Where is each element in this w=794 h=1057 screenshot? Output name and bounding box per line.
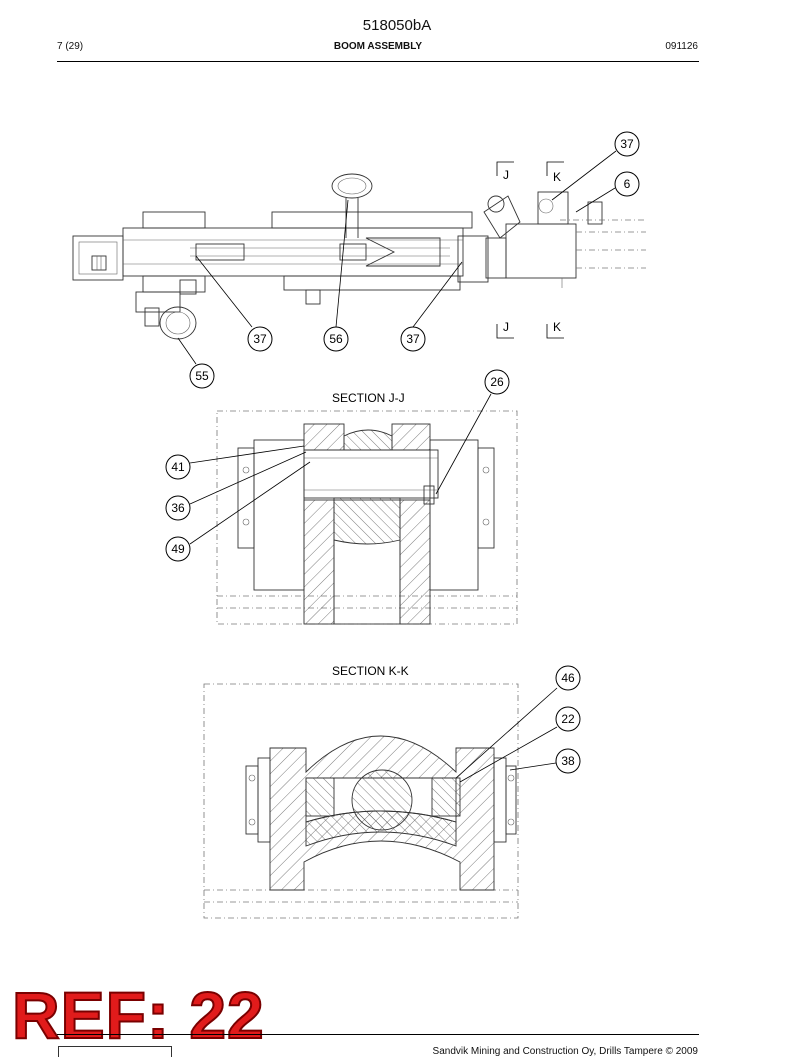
callout-balloon-49: 49	[165, 536, 191, 562]
svg-text:38: 38	[561, 754, 575, 768]
callout-balloon-37-top: 37	[614, 131, 640, 157]
section-mark-j-bottom: J	[503, 320, 509, 334]
leader-lines	[177, 150, 617, 783]
svg-text:26: 26	[490, 375, 504, 389]
document-number: 518050bA	[362, 17, 432, 34]
callout-balloon-37-right: 37	[400, 326, 426, 352]
callout-balloon-26: 26	[484, 369, 510, 395]
svg-text:22: 22	[561, 712, 575, 726]
page-title: BOOM ASSEMBLY	[333, 41, 423, 52]
callout-balloon-55: 55	[189, 363, 215, 389]
svg-text:55: 55	[195, 369, 209, 383]
callout-balloon-41: 41	[165, 454, 191, 480]
logo-icon	[58, 1046, 172, 1057]
svg-text:37: 37	[253, 332, 267, 346]
svg-text:37: 37	[406, 332, 420, 346]
svg-text:46: 46	[561, 671, 575, 685]
section-markers	[496, 161, 564, 339]
section-mark-k-top: K	[553, 170, 561, 184]
header-rule	[57, 61, 699, 62]
callout-balloon-22: 22	[555, 706, 581, 732]
date-code: 091126	[665, 41, 698, 52]
svg-text:41: 41	[171, 460, 185, 474]
reference-stamp: REF: 22	[11, 978, 265, 1052]
section-mark-j-top: J	[503, 168, 509, 182]
callout-balloon-36: 36	[165, 495, 191, 521]
callout-balloon-46: 46	[555, 665, 581, 691]
boom-side-view	[72, 173, 646, 340]
svg-text:56: 56	[329, 332, 343, 346]
section-jj-view	[216, 410, 518, 625]
svg-text:36: 36	[171, 501, 185, 515]
footer-rule	[57, 1034, 699, 1035]
section-mark-k-bottom: K	[553, 320, 561, 334]
svg-text:49: 49	[171, 542, 185, 556]
section-kk-label: SECTION K-K	[332, 664, 409, 678]
page-number: 7 (29)	[57, 41, 84, 52]
section-jj-label: SECTION J-J	[332, 391, 405, 405]
callout-balloon-6: 6	[614, 171, 640, 197]
section-kk-view	[203, 683, 519, 919]
svg-text:6: 6	[624, 177, 631, 191]
svg-text:37: 37	[620, 137, 634, 151]
callout-balloon-37-left: 37	[247, 326, 273, 352]
callout-balloon-56: 56	[323, 326, 349, 352]
callout-balloon-38: 38	[555, 748, 581, 774]
footer-copyright: Sandvik Mining and Construction Oy, Dril…	[432, 1046, 698, 1057]
